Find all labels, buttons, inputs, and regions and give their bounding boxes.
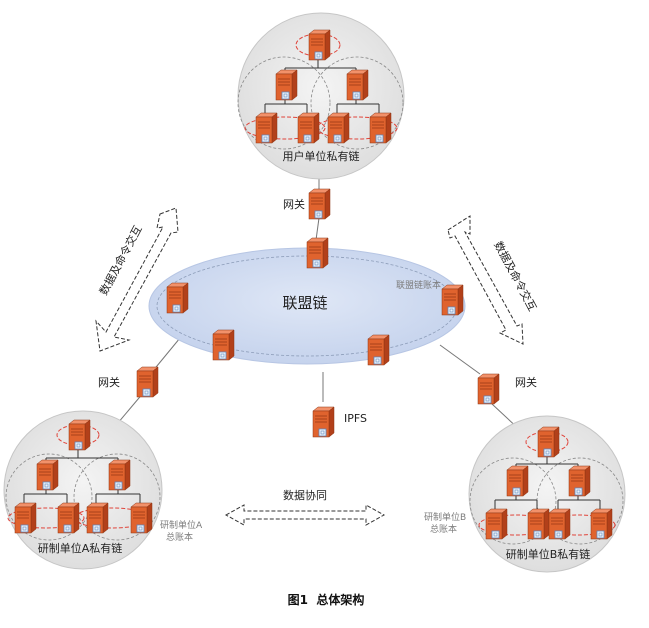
user-chain-outline-left xyxy=(237,56,331,150)
unit-b-server-leaf-3 xyxy=(548,508,571,540)
unit-b-server-leaf-2 xyxy=(527,508,550,540)
unit-b-chain-bg xyxy=(468,415,626,573)
ipfs-server xyxy=(312,406,335,438)
link-alliance-left-gateway xyxy=(151,337,181,373)
exchange-arrow-left-shape xyxy=(95,207,179,352)
exchange-arrow-right: 数据及命令交互 xyxy=(447,215,540,345)
exchange-arrow-bottom: 数据协同 xyxy=(224,488,386,526)
user-chain-server-mid-right xyxy=(346,69,369,101)
gateway-top-label: 网关 xyxy=(283,197,305,211)
user-chain-server-root xyxy=(308,29,331,61)
unit-b-chain-label: 研制单位B私有链 xyxy=(506,547,591,561)
unit-b-server-leaf-4 xyxy=(590,508,613,540)
unit-b-server-mid-right xyxy=(568,465,591,497)
exchange-arrow-bottom-shape xyxy=(224,504,386,526)
unit-b-ledger-line1: 研制单位B xyxy=(424,511,466,523)
user-chain-label: 用户单位私有链 xyxy=(283,149,360,163)
unit-a-outline-left xyxy=(5,453,93,541)
alliance-ledger-label: 联盟链账本 xyxy=(396,279,441,291)
alliance-server-left xyxy=(166,282,189,314)
alliance-server-bottom-right xyxy=(367,334,390,366)
unit-a-chain-bg xyxy=(3,410,163,570)
user-chain-server-leaf-3 xyxy=(327,112,350,144)
unit-b-outline-right xyxy=(536,457,624,545)
user-chain-server-leaf-2 xyxy=(297,112,320,144)
user-chain-server-mid-left xyxy=(275,69,298,101)
alliance-server-right xyxy=(441,284,464,316)
ipfs-label: IPFS xyxy=(344,412,367,425)
exchange-right-label: 数据及命令交互 xyxy=(491,239,540,314)
unit-a-highlight-left xyxy=(7,507,85,529)
unit-a-server-root xyxy=(68,419,91,451)
user-chain-outline-right xyxy=(310,56,404,150)
user-chain-highlight-left xyxy=(244,116,326,140)
unit-a-server-leaf-1 xyxy=(14,502,37,534)
figure-caption: 图1 总体架构 xyxy=(288,592,365,607)
gateway-top-server xyxy=(308,188,331,220)
unit-a-server-mid-right xyxy=(108,459,131,491)
unit-a-chain-label: 研制单位A私有链 xyxy=(38,541,123,555)
user-chain-bg xyxy=(237,12,405,180)
exchange-bottom-label: 数据协同 xyxy=(283,488,327,502)
link-gateway-alliance xyxy=(315,217,320,241)
unit-b-server-mid-left xyxy=(506,465,529,497)
unit-a-ledger-line2: 总账本 xyxy=(166,531,193,543)
user-private-chain: 用户单位私有链 xyxy=(237,12,405,180)
user-chain-server-leaf-1 xyxy=(255,112,278,144)
gateway-right-server xyxy=(477,373,500,405)
unit-b-outline-left xyxy=(469,457,557,545)
alliance-chain-label: 联盟链 xyxy=(282,294,327,312)
unit-a-outline-right xyxy=(73,453,161,541)
unit-b-server-leaf-1 xyxy=(485,508,508,540)
gateway-left-server xyxy=(136,366,159,398)
unit-a-server-leaf-4 xyxy=(130,502,153,534)
gateway-left-label: 网关 xyxy=(98,375,120,389)
unit-b-private-chain: 研制单位B私有链 xyxy=(468,415,626,573)
alliance-chain: 联盟链 联盟链账本 xyxy=(148,237,466,366)
alliance-server-top xyxy=(306,237,329,269)
unit-a-ledger-line1: 研制单位A xyxy=(160,519,203,531)
user-chain-server-leaf-4 xyxy=(369,112,392,144)
unit-a-server-leaf-3 xyxy=(86,502,109,534)
link-alliance-right-gateway xyxy=(439,344,481,375)
unit-b-ledger-line2: 总账本 xyxy=(430,523,457,535)
unit-a-private-chain: 研制单位A私有链 xyxy=(3,410,163,570)
unit-a-server-leaf-2 xyxy=(57,502,80,534)
exchange-left-label: 数据及命令交互 xyxy=(96,223,145,298)
alliance-server-bottom-left xyxy=(212,329,235,361)
unit-a-server-mid-left xyxy=(36,459,59,491)
unit-b-server-root xyxy=(537,426,560,458)
gateway-right-label: 网关 xyxy=(515,375,537,389)
